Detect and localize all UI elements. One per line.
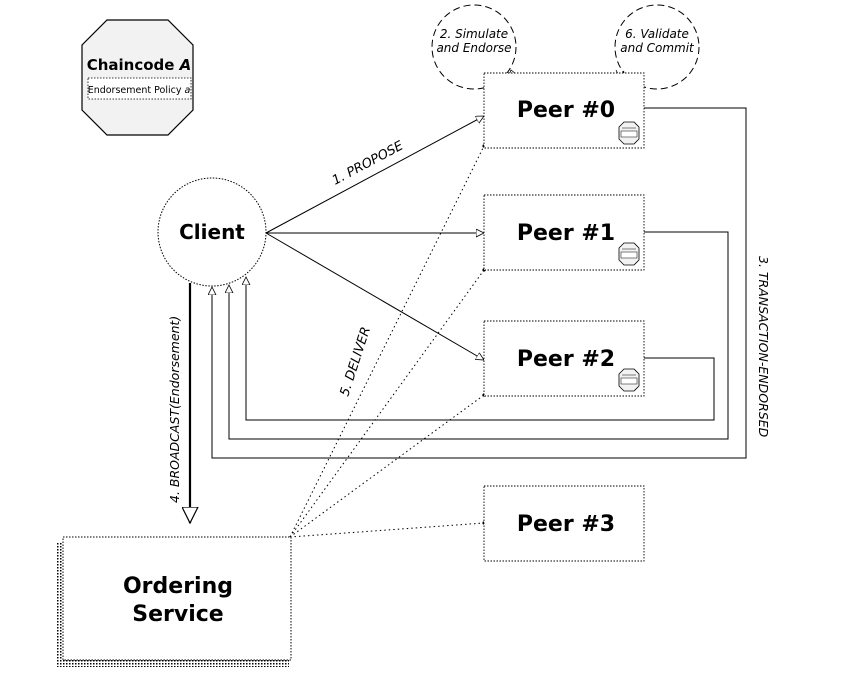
client-label: Client: [179, 220, 245, 244]
peer-0: Peer #0: [483, 72, 645, 149]
step-3-label: 3. TRANSACTION-ENDORSED: [756, 256, 771, 438]
peer-0-label: Peer #0: [517, 98, 615, 123]
validate-commit-circle: 6. Validate and Commit: [614, 4, 700, 90]
ordering-line2: Service: [132, 602, 223, 627]
ordering-line1: Ordering: [123, 574, 233, 599]
peer-3-label: Peer #3: [517, 512, 615, 537]
chaincode-mini-icon: [618, 242, 640, 266]
peer-2: Peer #2: [483, 320, 645, 397]
step-2-line1: 2. Simulate: [440, 27, 508, 41]
step-2-line2: and Endorse: [436, 41, 511, 55]
step-4-label: 4. BROADCAST(Endorsement): [167, 316, 182, 503]
chaincode-a: Chaincode A Endorsement Policy a: [81, 19, 194, 136]
chaincode-mini-icon: [618, 368, 640, 392]
chaincode-title: Chaincode A: [87, 56, 192, 74]
transaction-endorsed-lines: [212, 107, 747, 459]
peer-1-label: Peer #1: [517, 221, 615, 246]
client-node: Client: [157, 177, 267, 287]
peer-2-label: Peer #2: [517, 347, 615, 372]
step-6-line2: and Commit: [620, 41, 695, 55]
step-5-label: 5. DELIVER: [338, 325, 375, 398]
deliver-lines: [289, 144, 486, 538]
simulate-endorse-circle: 2. Simulate and Endorse: [431, 4, 517, 90]
peer-1: Peer #1: [483, 194, 645, 271]
ordering-service: Ordering Service: [57, 536, 292, 667]
endorsement-policy-label: Endorsement Policy a: [88, 85, 191, 96]
propose-arrows: [265, 115, 484, 360]
peer-3: Peer #3: [483, 485, 645, 562]
step-6-line1: 6. Validate: [625, 27, 689, 41]
chaincode-mini-icon: [618, 121, 640, 145]
